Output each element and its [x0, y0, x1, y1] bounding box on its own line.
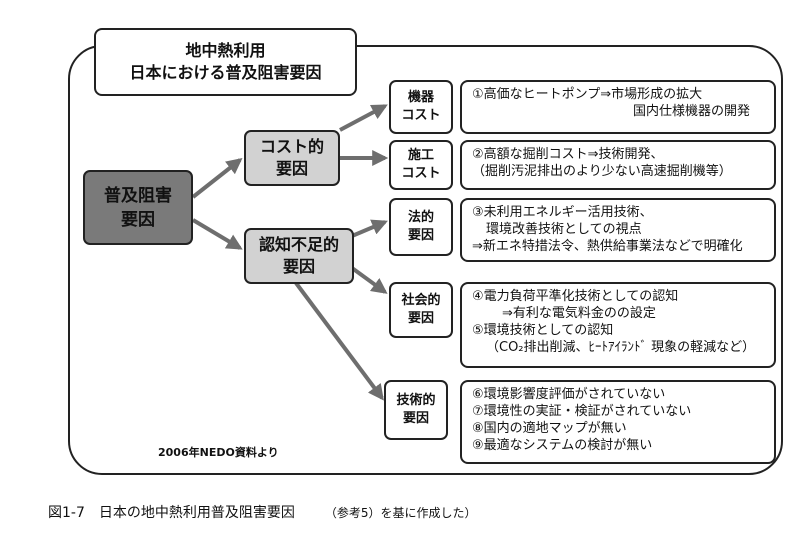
- root-line-1: 普及阻害: [104, 185, 172, 206]
- desc-construction: ②高額な掘削コスト⇒技術開発、 （掘削汚泥排出のより少ない高速掘削機等）: [460, 140, 776, 190]
- arrow-root-to-awareness: [191, 218, 243, 250]
- caption-main: 図1-7 日本の地中熱利用普及阻害要因: [48, 505, 295, 521]
- arrow-awareness-to-social: [350, 266, 388, 294]
- branch-awareness: 認知不足的 要因: [244, 228, 354, 284]
- factor-legal-line-2: 要因: [407, 228, 434, 243]
- desc-technical-line-1: ⑥環境影響度評価がされていない: [472, 387, 666, 402]
- arrow-cost-to-equipment: [339, 104, 388, 132]
- factor-construction: 施工 コスト: [389, 140, 453, 190]
- desc-construction-line-2: （掘削汚泥排出のより少ない高速掘削機等）: [472, 164, 732, 179]
- arrow-awareness-to-legal: [351, 219, 388, 238]
- factor-equipment-line-2: コスト: [401, 108, 441, 123]
- factor-technical-line-1: 技術的: [396, 393, 436, 408]
- desc-equipment: ①高価なヒートポンプ⇒市場形成の拡大 国内仕様機器の開発: [460, 80, 776, 134]
- desc-social: ④電力負荷平準化技術としての認知 ⇒有利な電気料金のの設定 ⑤環境技術としての認…: [460, 282, 776, 368]
- factor-construction-line-1: 施工: [407, 148, 434, 163]
- factor-social-line-2: 要因: [407, 311, 434, 326]
- desc-technical-line-2: ⑦環境性の実証・検証がされていない: [472, 404, 692, 419]
- desc-technical: ⑥環境影響度評価がされていない ⑦環境性の実証・検証がされていない ⑧国内の適地…: [460, 380, 776, 464]
- branch-awareness-line-2: 要因: [282, 257, 315, 276]
- branch-cost-line-1: コスト的: [259, 137, 324, 156]
- title-line-2: 日本における普及阻害要因: [129, 63, 322, 82]
- desc-equipment-line-2: 国内仕様機器の開発: [632, 104, 750, 119]
- desc-social-line-2: ⇒有利な電気料金のの設定: [502, 306, 656, 321]
- factor-equipment: 機器 コスト: [389, 80, 453, 134]
- desc-social-line-4: （CO₂排出削減、ﾋｰﾄｱｲﾗﾝﾄﾞ 現象の軽減など）: [486, 340, 756, 355]
- arrow-awareness-to-technical: [294, 281, 384, 401]
- desc-legal-line-2: 環境改善技術としての視点: [486, 222, 642, 237]
- branch-cost-line-2: 要因: [275, 159, 308, 178]
- diagram-title: 地中熱利用 日本における普及阻害要因: [94, 28, 357, 96]
- figure-caption: 図1-7 日本の地中熱利用普及阻害要因 （参考5）を基に作成した）: [48, 502, 477, 522]
- factor-technical-line-2: 要因: [402, 411, 429, 426]
- arrow-root-to-cost: [191, 158, 243, 199]
- desc-social-line-1: ④電力負荷平準化技術としての認知: [472, 289, 679, 304]
- title-line-1: 地中熱利用: [185, 41, 266, 60]
- caption-note: （参考5）を基に作成した）: [324, 506, 477, 520]
- desc-construction-line-1: ②高額な掘削コスト⇒技術開発、: [472, 147, 664, 162]
- root-node: 普及阻害 要因: [83, 170, 193, 245]
- branch-cost: コスト的 要因: [244, 130, 340, 186]
- factor-social: 社会的 要因: [389, 282, 453, 338]
- desc-legal: ③未利用エネルギー活用技術、 環境改善技術としての視点 ⇒新エネ特措法令、熱供給…: [460, 198, 776, 262]
- root-line-2: 要因: [121, 209, 155, 230]
- factor-legal-line-1: 法的: [407, 210, 434, 225]
- factor-social-line-1: 社会的: [401, 293, 441, 308]
- desc-technical-line-4: ⑨最適なシステムの検討が無い: [472, 438, 653, 453]
- desc-technical-line-3: ⑧国内の適地マップが無い: [472, 421, 627, 436]
- desc-legal-line-3: ⇒新エネ特措法令、熱供給事業法などで明確化: [472, 239, 743, 254]
- factor-legal: 法的 要因: [389, 198, 453, 256]
- factor-construction-line-2: コスト: [401, 166, 441, 181]
- branch-awareness-line-1: 認知不足的: [258, 235, 339, 254]
- source-note: 2006年NEDO資料より: [158, 446, 279, 459]
- factor-technical: 技術的 要因: [384, 380, 448, 440]
- factor-equipment-line-1: 機器: [407, 90, 434, 105]
- desc-social-line-3: ⑤環境技術としての認知: [472, 323, 614, 338]
- desc-equipment-line-1: ①高価なヒートポンプ⇒市場形成の拡大: [472, 87, 703, 102]
- desc-legal-line-1: ③未利用エネルギー活用技術、: [472, 205, 653, 220]
